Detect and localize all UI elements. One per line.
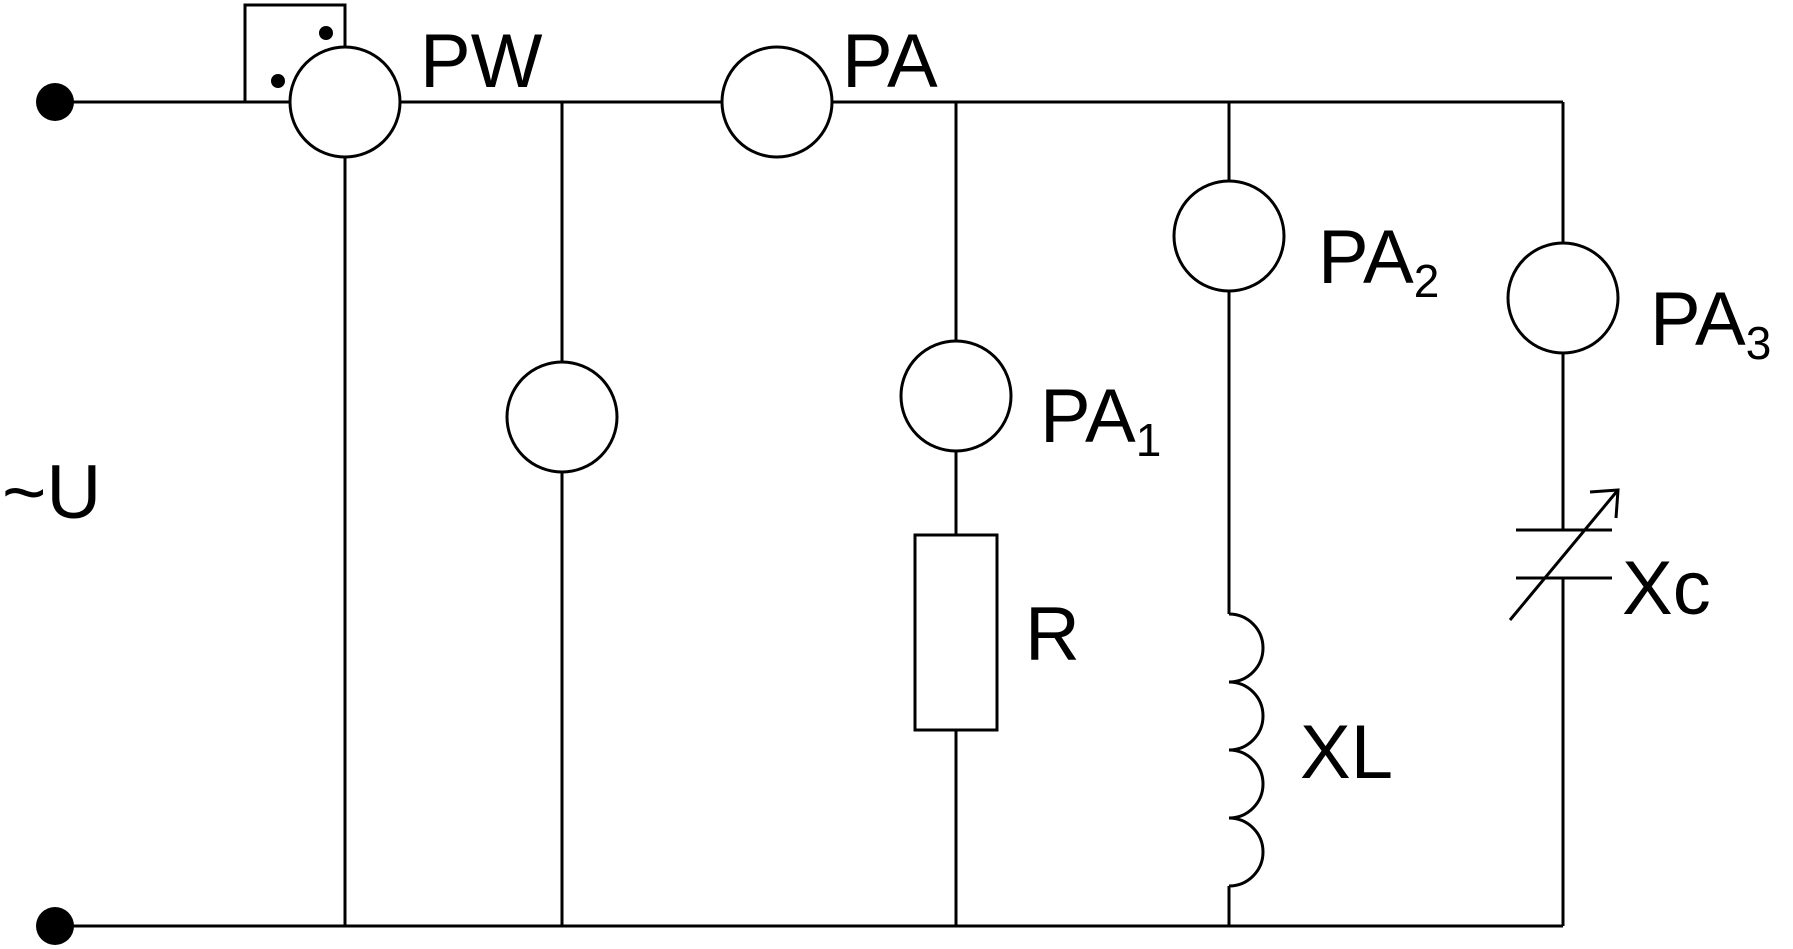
wattmeter-polarity-dot-lower [271,74,285,88]
source-label: ~U [2,450,101,535]
variable-capacitor [1508,488,1620,621]
voltmeter [505,360,619,474]
ammeter-3-label: PA3 [1650,277,1771,369]
ammeter-main [720,45,834,159]
inductor-label: XL [1300,710,1393,795]
wattmeter [243,3,402,159]
capacitor-variable-arrow [1508,489,1620,621]
capacitor-label: Xc [1622,546,1711,631]
ammeter-1 [899,339,1013,453]
wattmeter-label: PW [420,19,543,104]
ammeter-main-label: PA [842,19,938,104]
ammeter-2 [1172,179,1286,293]
terminal-top [36,83,74,121]
inductor-coil [1228,612,1265,888]
capacitor-arrow-head [1589,488,1620,519]
resistor-label: R [1025,592,1080,677]
resistor [913,533,999,732]
wattmeter-polarity-dot-upper [319,26,333,40]
wires [55,100,1565,928]
ammeter-1-label: PA1 [1040,374,1161,466]
wattmeter-circle [288,45,402,159]
terminal-bottom [36,907,74,945]
ammeter-3 [1506,241,1620,355]
ammeter-2-label: PA2 [1318,215,1439,307]
